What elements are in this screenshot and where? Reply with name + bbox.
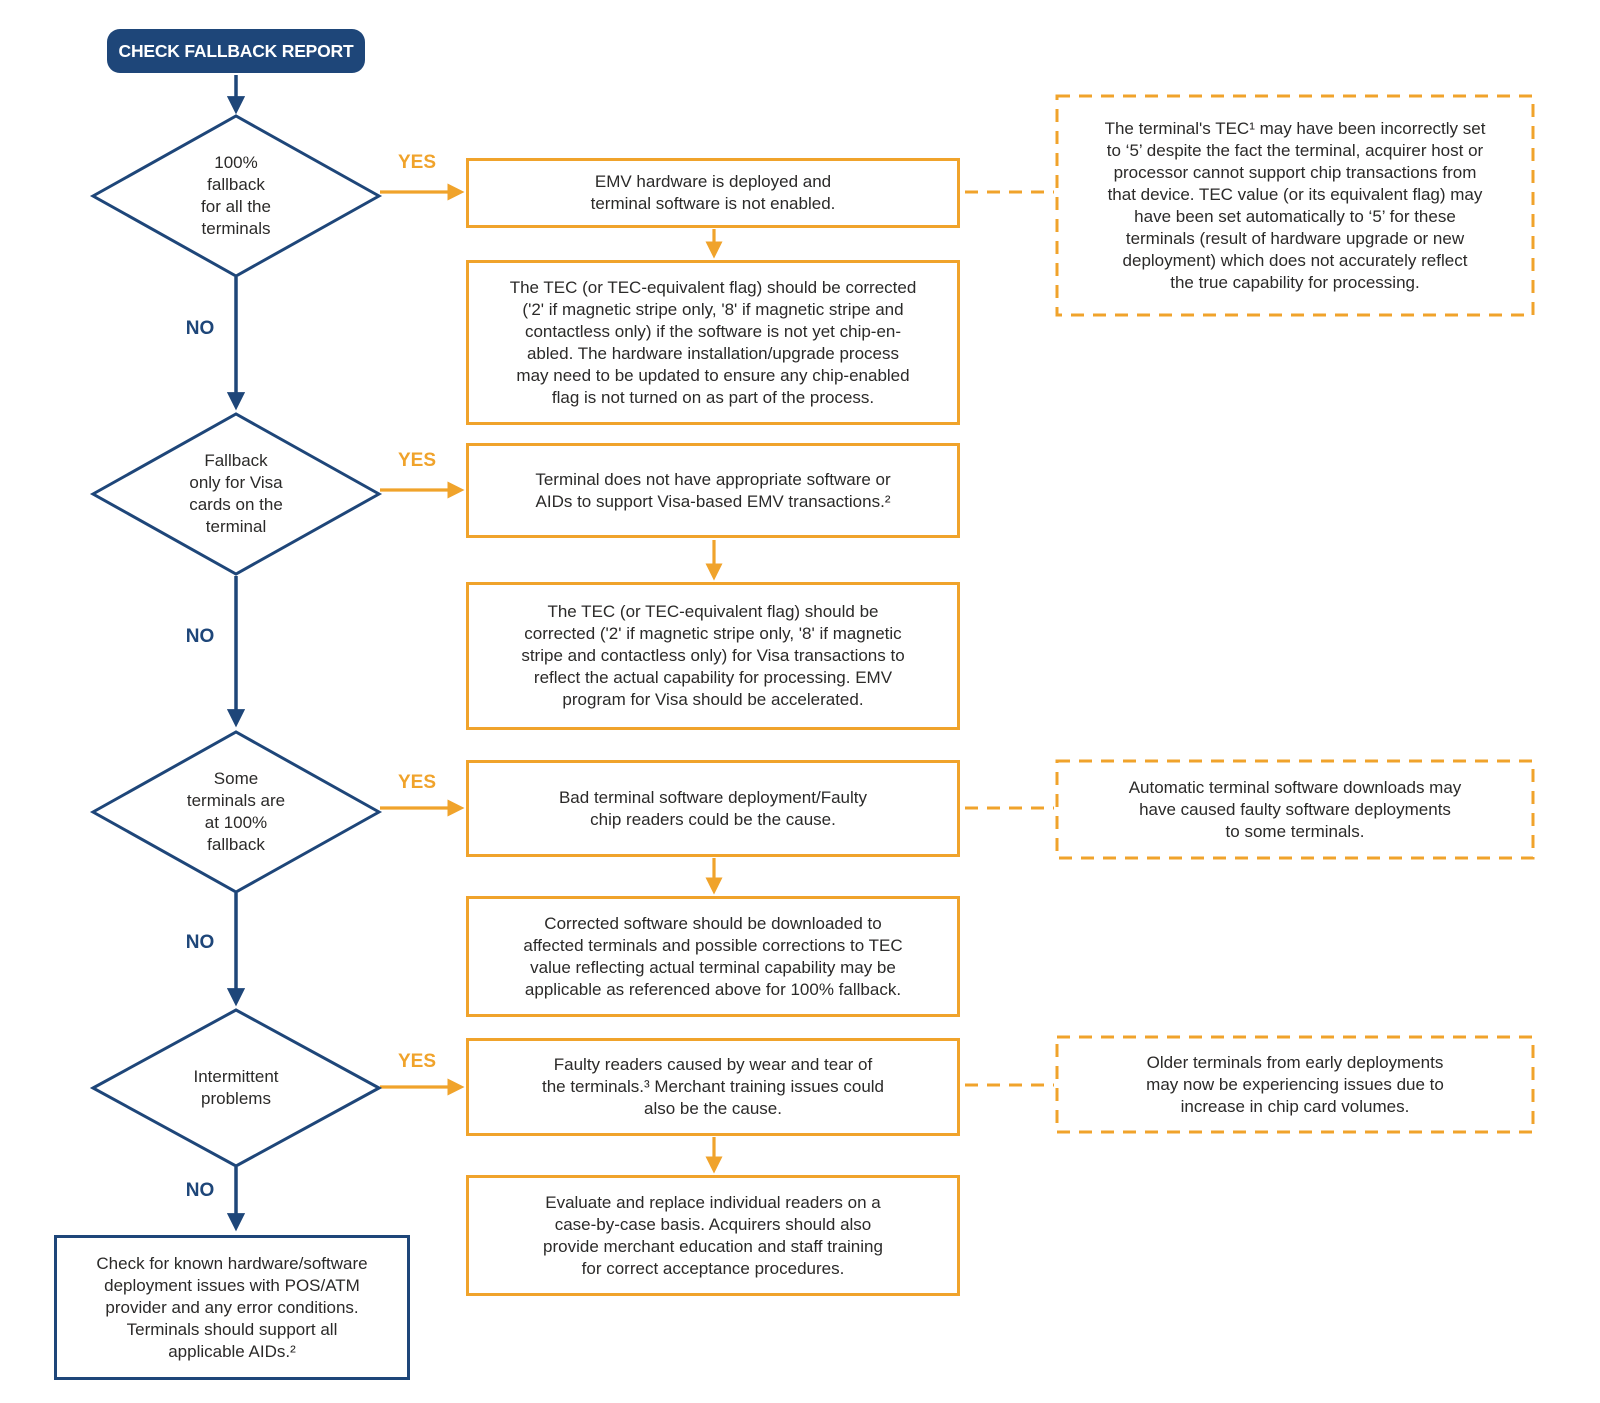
action-box-3: Corrected software should be downloaded … bbox=[466, 896, 960, 1017]
decision-diamond-4 bbox=[89, 1008, 383, 1168]
decision-diamond-2 bbox=[89, 412, 383, 576]
action-box-4: Evaluate and replace individual readers … bbox=[466, 1175, 960, 1296]
yes-label-1: YES bbox=[397, 152, 437, 173]
no-label-1: NO bbox=[185, 318, 215, 339]
decision-label-3: Some terminals are at 100% fallback bbox=[186, 769, 286, 854]
cause-box-2: Terminal does not have appropriate softw… bbox=[466, 443, 960, 538]
final-check-box: Check for known hardware/software deploy… bbox=[54, 1235, 410, 1380]
action-box-2: The TEC (or TEC-equivalent flag) should … bbox=[466, 582, 960, 730]
side-note-3: Older terminals from early deployments m… bbox=[1146, 1052, 1444, 1116]
no-label-2: NO bbox=[185, 626, 215, 647]
no-label-3: NO bbox=[185, 932, 215, 953]
cause-box-1: EMV hardware is deployed and terminal so… bbox=[466, 158, 960, 228]
yes-label-3: YES bbox=[397, 772, 437, 793]
note-border-1 bbox=[1055, 94, 1535, 317]
cause-box-3: Bad terminal software deployment/Faulty … bbox=[466, 760, 960, 857]
start-node: CHECK FALLBACK REPORT bbox=[107, 29, 365, 73]
yes-label-4: YES bbox=[397, 1051, 437, 1072]
cause-box-4: Faulty readers caused by wear and tear o… bbox=[466, 1038, 960, 1136]
decision-label-2: Fallback only for Visa cards on the term… bbox=[189, 451, 283, 536]
yes-label-2: YES bbox=[397, 450, 437, 471]
decision-diamond-1 bbox=[89, 114, 383, 278]
decision-diamond-3 bbox=[89, 730, 383, 894]
side-note-1: The terminal's TEC¹ may have been incorr… bbox=[1104, 118, 1486, 292]
decision-label-4: Intermittent problems bbox=[193, 1067, 279, 1108]
no-label-4: NO bbox=[185, 1180, 215, 1201]
decision-label-1: 100% fallback for all the terminals bbox=[201, 153, 271, 238]
action-box-1: The TEC (or TEC-equivalent flag) should … bbox=[466, 260, 960, 425]
side-note-2: Automatic terminal software downloads ma… bbox=[1128, 777, 1462, 841]
